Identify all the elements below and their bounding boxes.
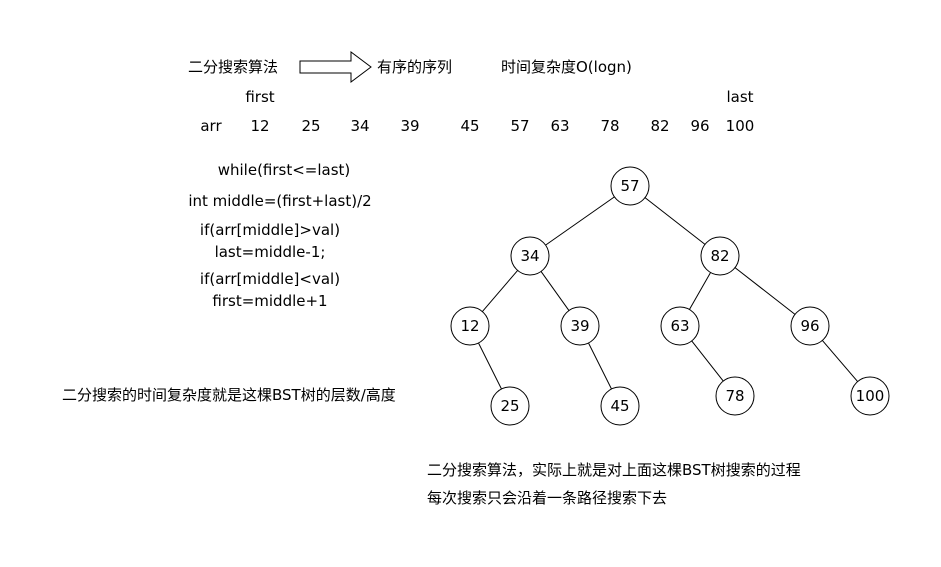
tree-nodes: 57 34 82 12 39 63 96 25 45 78 100 xyxy=(450,166,890,426)
tree-node-label: 82 xyxy=(710,247,729,265)
code-line: int middle=(first+last)/2 xyxy=(188,192,372,210)
tree-node-circle xyxy=(660,306,700,346)
tree-node-label: 63 xyxy=(670,317,689,335)
array-value: 78 xyxy=(600,117,620,135)
code-line: if(arr[middle]>val) xyxy=(199,221,341,239)
tree-edge xyxy=(688,272,712,310)
tree-node-circle xyxy=(560,306,600,346)
tree-node-circle xyxy=(450,306,490,346)
tree-edges xyxy=(478,196,859,390)
tree-node-label: 96 xyxy=(800,317,819,335)
array-value: 82 xyxy=(650,117,670,135)
algo-label: 二分搜索算法 xyxy=(188,58,279,76)
tree-edge xyxy=(481,270,519,312)
sequence-label: 有序的序列 xyxy=(377,58,453,76)
tree-edge xyxy=(540,271,570,311)
tree-node: 82 xyxy=(700,236,740,276)
tree-node: 57 xyxy=(610,166,650,206)
array-value: 100 xyxy=(725,117,755,135)
tree-node: 25 xyxy=(490,386,530,426)
array-value: 63 xyxy=(550,117,570,135)
pointer-first: first xyxy=(245,88,275,106)
tree-node-label: 100 xyxy=(856,387,885,405)
tree-node-label: 34 xyxy=(520,247,539,265)
tree-edge xyxy=(691,340,724,382)
tree-node-circle xyxy=(700,236,740,276)
tree-node: 34 xyxy=(510,236,550,276)
tree-node: 96 xyxy=(790,306,830,346)
tree-node-circle xyxy=(610,166,650,206)
tree-edge xyxy=(644,197,706,245)
tree-node-circle xyxy=(490,386,530,426)
bottom-note-line1: 二分搜索算法，实际上就是对上面这棵BST树搜索的过程 xyxy=(427,461,801,479)
array-value: 25 xyxy=(301,117,321,135)
tree-node-circle xyxy=(510,236,550,276)
tree-edge xyxy=(545,196,615,246)
tree-node-circle xyxy=(600,386,640,426)
tree-node: 39 xyxy=(560,306,600,346)
tree-edge xyxy=(734,267,796,315)
tree-node-label: 57 xyxy=(620,177,639,195)
array-value: 96 xyxy=(690,117,710,135)
code-line: first=middle+1 xyxy=(212,292,328,310)
array-name: arr xyxy=(200,117,222,135)
complexity-label: 时间复杂度O(logn) xyxy=(501,58,632,76)
array-value: 12 xyxy=(250,117,270,135)
code-line: if(arr[middle]<val) xyxy=(199,270,341,288)
tree-edge xyxy=(588,342,612,390)
tree-node: 12 xyxy=(450,306,490,346)
pointer-last: last xyxy=(726,88,754,106)
tree-edge xyxy=(821,340,859,382)
tree-node-circle xyxy=(790,306,830,346)
tree-edge xyxy=(478,342,502,390)
tree-node-label: 25 xyxy=(500,397,519,415)
tree-node-label: 12 xyxy=(460,317,479,335)
tree-node: 45 xyxy=(600,386,640,426)
code-line: last=middle-1; xyxy=(214,243,326,261)
tree-node: 78 xyxy=(715,376,755,416)
complexity-note: 二分搜索的时间复杂度就是这棵BST树的层数/高度 xyxy=(62,386,396,404)
array-value: 45 xyxy=(460,117,480,135)
tree-node-circle xyxy=(715,376,755,416)
tree-node-label: 78 xyxy=(725,387,744,405)
tree-node: 100 xyxy=(850,376,890,416)
tree-node-label: 45 xyxy=(610,397,629,415)
bottom-note-line2: 每次搜索只会沿着一条路径搜索下去 xyxy=(427,489,668,507)
array-value: 39 xyxy=(400,117,420,135)
tree-node-circle xyxy=(850,376,890,416)
tree-node: 63 xyxy=(660,306,700,346)
array-value: 34 xyxy=(350,117,370,135)
array-value: 57 xyxy=(510,117,530,135)
tree-node-label: 39 xyxy=(570,317,589,335)
code-line: while(first<=last) xyxy=(217,161,351,179)
